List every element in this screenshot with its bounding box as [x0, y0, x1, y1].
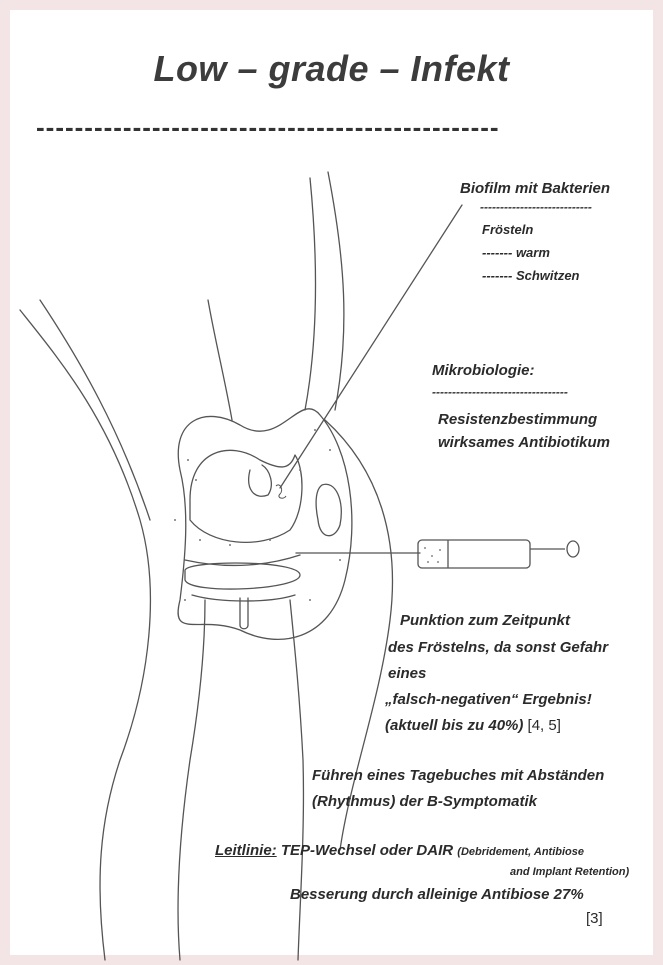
guideline-label: Leitlinie:: [215, 842, 277, 859]
diary-line-1: Führen eines Tagebuches mit Abständen: [312, 767, 604, 784]
leg-outline-left: [20, 310, 150, 960]
patella: [316, 484, 341, 535]
guideline-detail-2: and Implant Retention): [510, 866, 629, 878]
page-title: Low – grade – Infekt: [0, 48, 663, 90]
guideline-reference: [3]: [586, 910, 603, 927]
tibia-left-edge: [178, 600, 205, 960]
puncture-line-2: des Fröstelns, da sonst Gefahr: [388, 639, 608, 656]
puncture-reference: [4, 5]: [528, 717, 561, 734]
femur-far-right: [328, 172, 344, 410]
condyle-notch: [249, 465, 272, 496]
tibia-right-edge: [290, 600, 303, 960]
joint-capsule: [178, 409, 352, 640]
puncture-line-5: (aktuell bis zu 40%): [385, 717, 523, 734]
tibial-plateau-lower: [192, 595, 295, 601]
effective-antibiotic: wirksames Antibiotikum: [438, 434, 610, 451]
symptom-warm-dash: -------: [482, 245, 512, 260]
syringe-icon: [418, 540, 579, 568]
guideline-text: TEP-Wechsel oder DAIR: [281, 842, 453, 859]
femoral-condyle: [190, 450, 302, 542]
biofilm-pointer-line: [280, 205, 462, 488]
microbiology-heading: Mikrobiologie:: [432, 362, 535, 379]
guideline-detail-1: (Debridement, Antibiose: [457, 846, 584, 858]
antibiotic-improvement: Besserung durch alleinige Antibiose 27%: [290, 886, 584, 903]
microbiology-divider: ----------------------------------: [432, 385, 568, 399]
symptom-schwitzen: Schwitzen: [516, 268, 580, 283]
femur-right-edge: [305, 178, 315, 410]
puncture-line-1: Punktion zum Zeitpunkt: [400, 612, 570, 629]
resistance-test: Resistenzbestimmung: [438, 411, 597, 428]
title-divider: ----------------------------------------…: [36, 112, 636, 143]
puncture-line-4: „falsch-negativen“ Ergebnis!: [385, 691, 592, 708]
diary-line-2: (Rhythmus) der B-Symptomatik: [312, 793, 537, 810]
bacteria-mark: [276, 485, 286, 498]
symptom-warm: warm: [516, 245, 550, 260]
symptom-froesteln: Frösteln: [482, 222, 533, 237]
puncture-line-3: eines: [388, 665, 426, 682]
leg-outline-left-inner: [40, 300, 150, 520]
femur-left-edge: [208, 300, 232, 420]
tibial-plateau: [185, 563, 300, 589]
biofilm-heading: Biofilm mit Bakterien: [460, 180, 610, 197]
joint-space-line: [185, 555, 300, 565]
symptom-schwitzen-dash: -------: [482, 268, 512, 283]
biofilm-divider: ----------------------------: [480, 200, 592, 214]
tibial-stem: [240, 598, 248, 629]
leg-outline-right: [325, 420, 392, 850]
